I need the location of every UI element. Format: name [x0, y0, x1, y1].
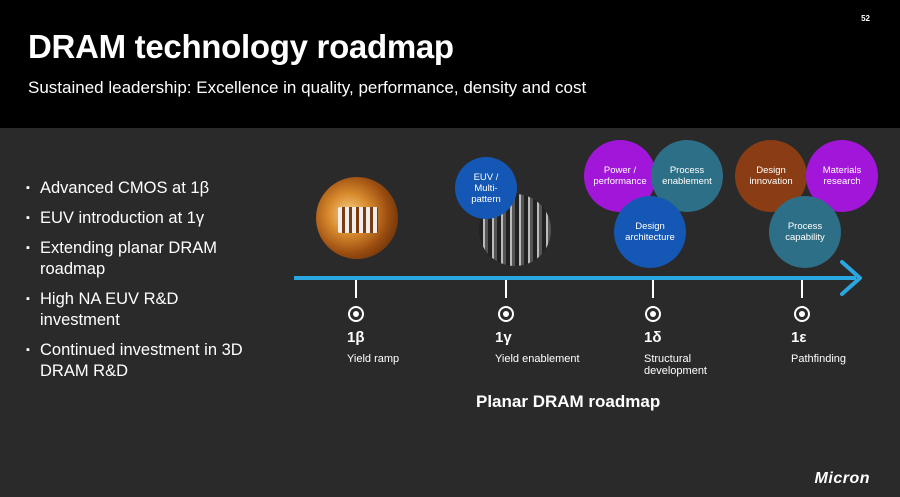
timeline-node-1b	[348, 306, 364, 322]
slide-header: 52 DRAM technology roadmap Sustained lea…	[0, 0, 900, 128]
stage-desc-1e: Pathfinding	[791, 353, 847, 365]
planar-dram-roadmap-label: Planar DRAM roadmap	[476, 392, 661, 411]
euv-multipattern-label: EUV / Multi-pattern	[471, 171, 501, 205]
process-capability-circle: Process capability	[769, 196, 841, 268]
process-enablement-circle: Process enablement	[651, 140, 723, 212]
wafer-photo	[316, 177, 398, 259]
stage-desc-1b: Yield ramp	[347, 353, 400, 365]
stage-desc-1g: Yield enablement	[495, 353, 580, 365]
stage-name-1e: 1ε	[791, 329, 807, 346]
timeline-node-1g	[498, 306, 514, 322]
bullet-item: Continued investment in 3D DRAM R&D	[26, 340, 250, 382]
timeline-stem	[355, 280, 357, 298]
page-number: 52	[861, 14, 870, 23]
timeline-line	[294, 276, 856, 280]
bullet-item: High NA EUV R&D investment	[26, 289, 250, 331]
timeline-stem	[652, 280, 654, 298]
timeline-node-1e	[794, 306, 810, 322]
bullet-item: EUV introduction at 1γ	[26, 208, 250, 229]
process-enablement-label: Process enablement	[662, 165, 712, 187]
design-architecture-label: Design architecture	[625, 221, 675, 243]
micron-logo: Micron	[814, 470, 870, 487]
bullet-item: Advanced CMOS at 1β	[26, 178, 250, 199]
design-innovation-label: Design innovation	[749, 165, 793, 187]
bullet-list: Advanced CMOS at 1β EUV introduction at …	[26, 178, 250, 391]
design-architecture-circle: Design architecture	[614, 196, 686, 268]
power-performance-label: Power / performance	[593, 165, 647, 187]
timeline-node-1d	[645, 306, 661, 322]
slide-subtitle: Sustained leadership: Excellence in qual…	[28, 78, 587, 97]
stage-desc-1d: Structural development	[644, 353, 707, 377]
stage-name-1g: 1γ	[495, 329, 512, 346]
arrow-right-icon	[840, 260, 862, 296]
process-capability-label: Process capability	[785, 221, 825, 243]
timeline-stem	[505, 280, 507, 298]
stage-name-1d: 1δ	[644, 329, 662, 346]
euv-multipattern-circle: EUV / Multi-pattern	[455, 157, 517, 219]
materials-research-label: Materials research	[822, 165, 862, 187]
timeline-stem	[801, 280, 803, 298]
slide-title: DRAM technology roadmap	[28, 28, 454, 65]
stage-name-1b: 1β	[347, 329, 365, 346]
bullet-item: Extending planar DRAM roadmap	[26, 238, 250, 280]
